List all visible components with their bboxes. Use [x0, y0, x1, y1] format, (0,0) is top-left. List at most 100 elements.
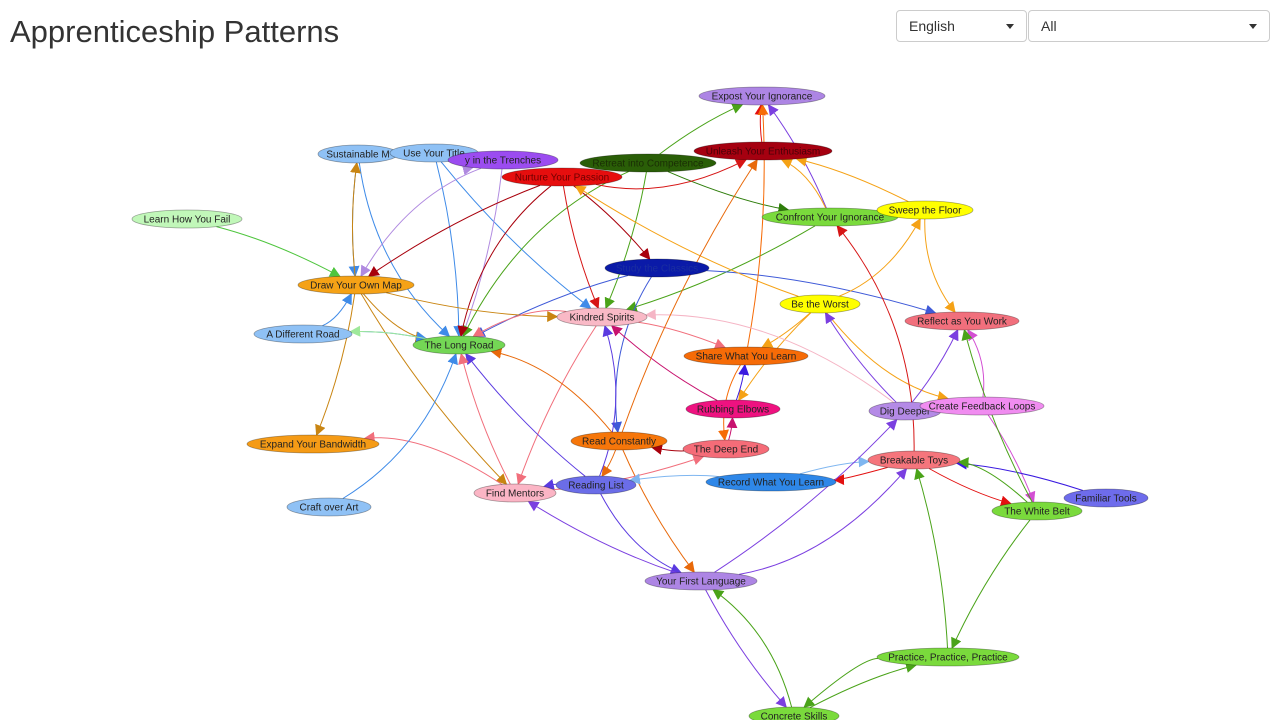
- node-ellipse: [570, 431, 668, 451]
- node-sweep[interactable]: Sweep the Floor: [876, 200, 974, 220]
- node-unleash[interactable]: Unleash Your Enthusiasm: [693, 141, 833, 161]
- node-whitebelt[interactable]: The White Belt: [991, 501, 1083, 521]
- node-ellipse: [748, 706, 840, 720]
- node-ellipse: [867, 450, 961, 470]
- edge-share-to-expose: [747, 103, 769, 348]
- node-label: Draw Your Own Map: [310, 281, 402, 292]
- edge-longroad-to-diffroad: [349, 325, 427, 340]
- node-label: Record What You Learn: [718, 478, 824, 489]
- edge-readlist-to-firstlang: [600, 493, 682, 574]
- edge-deepend-to-rubbing: [726, 416, 738, 441]
- node-ellipse: [1063, 488, 1149, 508]
- node-label: Sustainable M: [326, 150, 389, 161]
- node-firstlang[interactable]: Your First Language: [644, 571, 758, 591]
- chevron-down-icon: [1006, 24, 1014, 29]
- edge-competence-to-confront: [667, 171, 790, 214]
- filter-select[interactable]: All: [1028, 10, 1270, 42]
- node-bandwidth[interactable]: Expand Your Bandwidth: [246, 434, 380, 454]
- edge-practice-to-toys: [914, 467, 948, 649]
- edge-confront-to-kindred: [625, 225, 816, 312]
- node-ownmap[interactable]: Draw Your Own Map: [297, 275, 415, 295]
- node-kindred[interactable]: Kindred Spirits: [556, 307, 648, 327]
- filter-select-value: All: [1041, 18, 1057, 34]
- node-label: Share What You Learn: [696, 352, 797, 363]
- node-feedback[interactable]: Create Feedback Loops: [919, 396, 1045, 416]
- edge-trenches-to-ownmap: [360, 167, 482, 277]
- edge-nurture-to-classics: [573, 185, 651, 260]
- node-ellipse: [447, 150, 559, 170]
- node-label: Breakable Toys: [880, 456, 948, 467]
- node-label: Study the Classics: [616, 264, 698, 275]
- edge-competence-to-expose: [659, 103, 744, 155]
- edge-mentors-to-bandwidth: [363, 431, 503, 485]
- node-deepend[interactable]: The Deep End: [682, 439, 770, 459]
- node-rubbing[interactable]: Rubbing Elbows: [685, 399, 781, 419]
- language-select[interactable]: English: [896, 10, 1027, 42]
- node-ellipse: [555, 475, 637, 495]
- edge-nurture-to-kindred: [562, 185, 600, 310]
- edge-readconst-to-unleash: [621, 159, 758, 433]
- node-ellipse: [604, 258, 710, 278]
- node-longroad[interactable]: The Long Road: [412, 335, 506, 355]
- edge-digdeeper-to-kindred: [644, 309, 895, 403]
- edge-firstlang-to-mentors: [527, 500, 677, 574]
- node-label: Read Constantly: [582, 437, 656, 448]
- edge-readlist-to-mentors: [542, 479, 557, 490]
- edge-concrete-to-firstlang: [712, 589, 793, 708]
- edge-toys-to-record: [833, 466, 888, 486]
- node-label: Familiar Tools: [1075, 494, 1137, 505]
- edge-kindred-to-share: [638, 321, 727, 349]
- node-readlist[interactable]: Reading List: [555, 475, 637, 495]
- node-diffroad[interactable]: A Different Road: [253, 324, 353, 344]
- node-label: Kindred Spirits: [569, 313, 634, 324]
- edge-diffroad-to-ownmap: [322, 293, 352, 327]
- node-ellipse: [246, 434, 380, 454]
- edge-firstlang-to-digdeeper: [714, 419, 898, 573]
- node-ellipse: [286, 497, 372, 517]
- page-title: Apprenticeship Patterns: [10, 14, 340, 49]
- edge-kindred-to-mentors: [516, 325, 597, 486]
- node-label: Reading List: [568, 481, 624, 492]
- edge-digdeeper-to-reflect: [911, 329, 959, 403]
- edge-classics-to-readconst: [611, 276, 652, 434]
- node-expose[interactable]: Expost Your Ignorance: [698, 86, 826, 106]
- node-mentors[interactable]: Find Mentors: [473, 483, 557, 503]
- node-label: Use Your Title: [403, 149, 465, 160]
- node-reflect[interactable]: Reflect as You Work: [904, 311, 1020, 331]
- node-classics[interactable]: Study the Classics: [604, 258, 710, 278]
- edge-whitebelt-to-toys: [957, 457, 1028, 503]
- node-readconst[interactable]: Read Constantly: [570, 431, 668, 451]
- edge-rubbing-to-kindred: [610, 325, 718, 401]
- edge-deepend-to-readconst: [651, 444, 685, 455]
- node-competence[interactable]: Retreat into Competence: [579, 153, 717, 173]
- node-ellipse: [682, 439, 770, 459]
- edge-rubbing-to-share: [735, 363, 750, 401]
- chevron-down-icon: [1249, 24, 1257, 29]
- edge-beworst-to-sweep: [839, 218, 921, 297]
- node-beworst[interactable]: Be the Worst: [779, 294, 861, 314]
- node-label: y in the Trenches: [465, 156, 541, 167]
- node-confront[interactable]: Confront Your Ignorance: [761, 207, 899, 227]
- node-familiar[interactable]: Familiar Tools: [1063, 488, 1149, 508]
- node-sustain[interactable]: Sustainable M: [317, 144, 399, 164]
- edge-competence-to-longroad: [462, 171, 629, 337]
- node-toys[interactable]: Breakable Toys: [867, 450, 961, 470]
- edge-usetitle-to-kindred: [440, 161, 592, 309]
- node-share[interactable]: Share What You Learn: [683, 346, 809, 366]
- node-ellipse: [556, 307, 648, 327]
- node-practice[interactable]: Practice, Practice, Practice: [876, 647, 1020, 667]
- node-nurture[interactable]: Nurture Your Passion: [501, 167, 623, 187]
- edge-readlist-to-longroad: [465, 353, 586, 477]
- node-trenches[interactable]: y in the Trenches: [447, 150, 559, 170]
- node-learnfail[interactable]: Learn How You Fail: [131, 209, 243, 229]
- node-label: Practice, Practice, Practice: [888, 653, 1008, 664]
- node-label: Retreat into Competence: [592, 159, 704, 170]
- edge-ownmap-to-kindred: [386, 292, 559, 322]
- edge-classics-to-reflect: [706, 270, 937, 316]
- node-ellipse: [473, 483, 557, 503]
- node-craftart[interactable]: Craft over Art: [286, 497, 372, 517]
- node-concrete[interactable]: Concrete Skills: [748, 706, 840, 720]
- node-record[interactable]: Record What You Learn: [705, 472, 837, 492]
